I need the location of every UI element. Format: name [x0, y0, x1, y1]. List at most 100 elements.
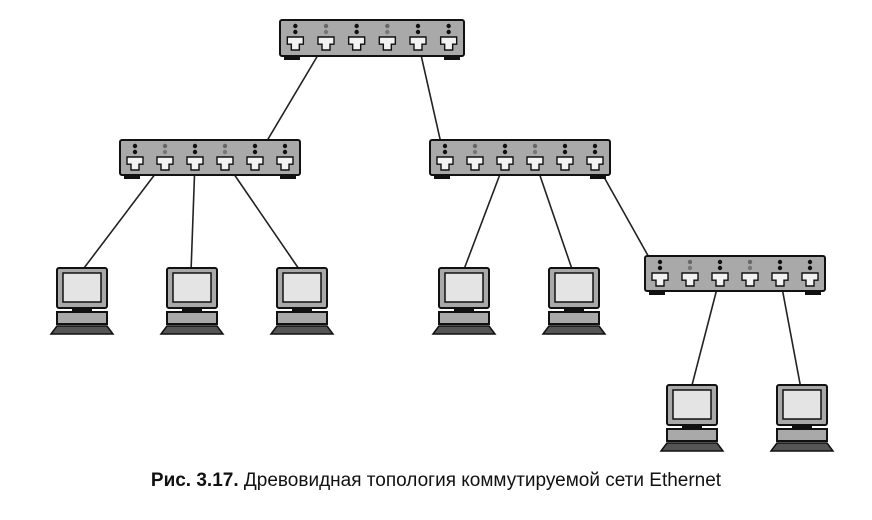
system-unit-icon — [438, 311, 490, 325]
ethernet-port-icon — [586, 156, 604, 171]
status-led-icon — [446, 23, 451, 29]
system-unit-icon — [548, 311, 600, 325]
status-led-icon — [323, 29, 329, 35]
pc-1 — [49, 267, 115, 335]
status-led-icon — [472, 143, 478, 149]
link-switch-left-to-pc-1 — [80, 160, 166, 273]
link-switch-left-to-pc-2 — [190, 160, 196, 273]
status-led-icon — [293, 23, 298, 29]
status-led-icon — [385, 23, 390, 29]
status-led-icon — [282, 143, 288, 149]
ethernet-port-icon — [711, 272, 729, 287]
status-led-icon — [502, 143, 508, 149]
screen-icon — [782, 389, 822, 420]
status-led-icon — [747, 259, 753, 265]
keyboard-icon — [769, 442, 835, 452]
status-led-icon — [132, 149, 138, 155]
links-layer — [80, 41, 802, 390]
network-diagram — [49, 19, 835, 452]
ethernet-port-icon — [246, 156, 264, 171]
status-led-icon — [747, 265, 753, 271]
ethernet-port-icon — [439, 36, 458, 51]
monitor-stand-icon — [792, 425, 812, 429]
status-led-icon — [252, 149, 258, 155]
ethernet-port-icon — [496, 156, 514, 171]
switch-right — [644, 255, 826, 295]
ethernet-port-icon — [741, 272, 759, 287]
status-led-icon — [442, 149, 448, 155]
nodes-layer — [49, 19, 835, 452]
status-led-icon — [717, 259, 723, 265]
status-led-icon — [132, 143, 138, 149]
switch-foot — [434, 175, 450, 179]
monitor-stand-icon — [182, 308, 202, 312]
switch-foot — [280, 175, 296, 179]
status-led-icon — [657, 265, 663, 271]
ethernet-port-icon — [347, 36, 366, 51]
link-switch-mid-to-pc-5 — [534, 160, 574, 273]
switch-mid — [429, 139, 611, 179]
status-led-icon — [442, 143, 448, 149]
status-led-icon — [777, 265, 783, 271]
status-led-icon — [502, 149, 508, 155]
status-led-icon — [192, 149, 198, 155]
keyboard-icon — [49, 325, 115, 335]
ethernet-port-icon — [126, 156, 144, 171]
switch-foot — [444, 56, 460, 60]
status-led-icon — [222, 143, 228, 149]
pc-6 — [659, 384, 725, 452]
ethernet-port-icon — [186, 156, 204, 171]
figure-caption: Рис. 3.17. Древовидная топология коммути… — [0, 470, 872, 492]
link-switch-mid-to-pc-4 — [462, 160, 506, 273]
switch-foot — [590, 175, 606, 179]
status-led-icon — [807, 265, 813, 271]
switch-body — [119, 139, 301, 176]
status-led-icon — [282, 149, 288, 155]
status-led-icon — [717, 265, 723, 271]
keyboard-icon — [541, 325, 607, 335]
screen-icon — [444, 272, 484, 303]
status-led-icon — [592, 149, 598, 155]
system-unit-icon — [56, 311, 108, 325]
screen-icon — [282, 272, 322, 303]
caption-number: Рис. 3.17. — [150, 470, 239, 491]
ethernet-port-icon — [436, 156, 454, 171]
system-unit-icon — [666, 428, 718, 442]
pc-2 — [159, 267, 225, 335]
ethernet-port-icon — [681, 272, 699, 287]
link-switch-right-to-pc-6 — [690, 276, 721, 390]
status-led-icon — [657, 259, 663, 265]
pc-4 — [431, 267, 497, 335]
switch-body — [644, 255, 826, 292]
status-led-icon — [777, 259, 783, 265]
monitor-stand-icon — [72, 308, 92, 312]
status-led-icon — [687, 259, 693, 265]
ethernet-port-icon — [378, 36, 397, 51]
status-led-icon — [252, 143, 258, 149]
status-led-icon — [532, 143, 538, 149]
ethernet-port-icon — [466, 156, 484, 171]
switch-body — [279, 19, 465, 57]
monitor-stand-icon — [682, 425, 702, 429]
keyboard-icon — [159, 325, 225, 335]
status-led-icon — [415, 29, 421, 35]
ethernet-port-icon — [286, 36, 305, 51]
ethernet-port-icon — [771, 272, 789, 287]
pc-7 — [769, 384, 835, 452]
status-led-icon — [323, 23, 329, 29]
system-unit-icon — [776, 428, 828, 442]
switch-foot — [124, 175, 140, 179]
status-led-icon — [592, 143, 598, 149]
status-led-icon — [354, 23, 359, 29]
status-led-icon — [354, 29, 359, 35]
status-led-icon — [446, 29, 451, 35]
caption-text: Древовидная топология коммутируемой сети… — [238, 470, 722, 491]
status-led-icon — [562, 149, 568, 155]
switch-foot — [649, 291, 665, 295]
switch-foot — [284, 56, 300, 60]
screen-icon — [172, 272, 212, 303]
ethernet-port-icon — [276, 156, 294, 171]
status-led-icon — [807, 259, 813, 265]
link-switch-left-to-pc-3 — [224, 160, 302, 273]
screen-icon — [62, 272, 102, 303]
